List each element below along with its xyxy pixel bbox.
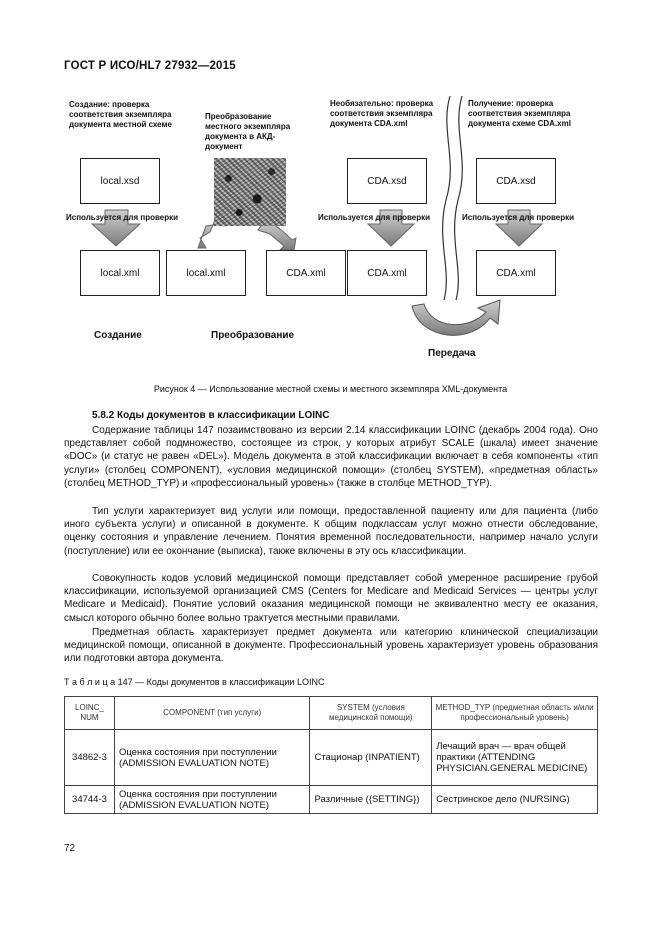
header-method-typ: METHOD_TYP (предметная область и/или про… (431, 696, 598, 730)
cell-system: Стационар (INPATIENT) (309, 729, 433, 786)
document-header: ГОСТ Р ИСО/HL7 27932—2015 (64, 60, 236, 72)
arrow-down-3 (494, 209, 544, 247)
schema-box-cda-xsd-2: CDA.xsd (476, 158, 556, 204)
table-row: 34862-3 Оценка состояния при поступлении… (64, 729, 598, 786)
doc-box-cda-xml-3: CDA.xml (476, 250, 556, 296)
schema-box-local-xsd: local.xsd (80, 158, 160, 204)
doc-box-local-xml-1: local.xml (80, 250, 160, 296)
paragraph-4: Предметная область характеризует предмет… (64, 627, 598, 665)
cell-loinc-num: 34862-3 (64, 729, 115, 786)
cell-component: Оценка состояния при поступлении (ADMISS… (113, 729, 311, 786)
table-caption: Т а б л и ц а 147 — Коды документов в кл… (64, 677, 325, 687)
figure-arrows (90, 95, 544, 336)
cell-component: Оценка состояния при поступлении (ADMISS… (113, 785, 311, 814)
header-component: COMPONENT (тип услуги) (113, 696, 311, 730)
label-receive-validation: Получение: проверка соответствия экземпл… (468, 99, 571, 128)
page-number: 72 (64, 843, 76, 854)
table-row: 34744-3 Оценка состояния при поступлении… (64, 785, 598, 814)
paragraph-3: Совокупность кодов условий медицинской п… (64, 573, 598, 624)
header-system: SYSTEM (условия медицинской помощи) (309, 696, 433, 730)
paragraph-1: Содержание таблицы 147 позаимствовано из… (64, 425, 598, 489)
uses-label-2: Используется для проверки (318, 213, 431, 222)
transform-image (214, 158, 286, 226)
stage-transform: Преобразование (211, 330, 295, 341)
header-loinc-num: LOINC_ NUM (64, 696, 115, 730)
loinc-table: LOINC_ NUM COMPONENT (тип услуги) SYSTEM… (64, 696, 598, 814)
label-create-validation: Создание: проверка соответствия экземпля… (69, 100, 172, 129)
transfer-channel (442, 95, 451, 301)
arrow-down-2 (366, 209, 416, 247)
stage-create: Создание (94, 330, 142, 341)
transfer-arrow (411, 299, 501, 336)
doc-box-local-xml-2: local.xml (166, 250, 246, 296)
doc-box-cda-xml-1: CDA.xml (266, 250, 346, 296)
label-optional-validation: Необязательно: проверка соответствия экз… (330, 99, 434, 128)
arrow-right-transform (257, 221, 297, 251)
paragraph-2: Тип услуги характеризует вид услуги или … (64, 506, 598, 557)
uses-label-1: Используется для проверки (66, 213, 179, 222)
label-transform: Преобразование местного экземпляра докум… (205, 112, 291, 151)
section-title: 5.8.2 Коды документов в классификации LO… (92, 410, 330, 421)
uses-label-3: Используется для проверки (462, 213, 575, 222)
stage-transfer: Передача (428, 348, 476, 359)
cell-system: Различные ({SETTING}) (309, 785, 433, 814)
table-header-row: LOINC_ NUM COMPONENT (тип услуги) SYSTEM… (64, 696, 598, 730)
figure-caption: Рисунок 4 — Использование местной схемы … (153, 384, 508, 394)
cell-method-typ: Сестринское дело (NURSING) (431, 785, 598, 814)
cell-loinc-num: 34744-3 (64, 785, 115, 814)
doc-box-cda-xml-2: CDA.xml (347, 250, 427, 296)
arrow-down-1 (90, 209, 142, 247)
figure-4: Создание: проверка соответствия экземпля… (0, 0, 661, 400)
cell-method-typ: Лечащий врач — врач общей практики (ATTE… (431, 729, 598, 786)
schema-box-cda-xsd-1: CDA.xsd (347, 158, 427, 204)
